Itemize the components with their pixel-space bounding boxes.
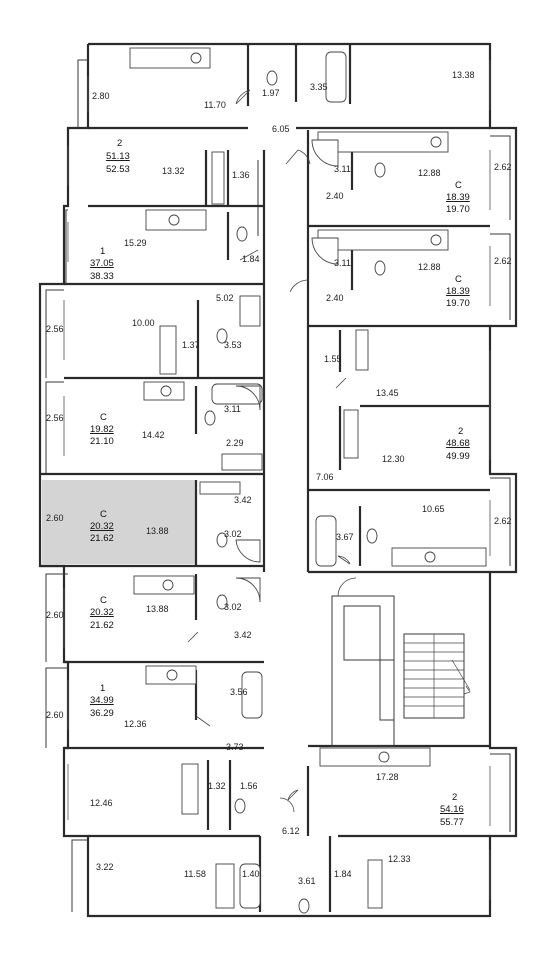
area-label: 1.36 [232, 170, 250, 180]
area-label: 13.88 [146, 526, 169, 536]
apartment-rooms: 1 [100, 246, 105, 257]
area-label: 15.29 [124, 238, 147, 248]
area-label: 5.02 [216, 293, 234, 303]
highlighted-apartment [68, 480, 196, 564]
area-label: 7.06 [316, 472, 334, 482]
interior-walls [40, 44, 490, 912]
apartment-living-area: 37.05 [90, 258, 114, 269]
area-label: 1.84 [242, 254, 260, 264]
apartment-rooms: 2 [117, 138, 122, 149]
area-label: 10.00 [132, 318, 155, 328]
doors [187, 89, 357, 813]
apartment-rooms: С [100, 412, 107, 423]
area-label: 13.32 [162, 166, 185, 176]
apartment-living-area: 48.68 [446, 438, 470, 449]
apartment-labels: 2 51.13 52.53 С 18.39 19.70 1 37.05 38.3… [90, 138, 470, 828]
area-label: 6.05 [272, 124, 290, 134]
apartment-living-area: 34.99 [90, 695, 114, 706]
area-label: 11.70 [204, 100, 226, 110]
area-label: 1.55 [324, 354, 342, 364]
area-label: 1.40 [242, 869, 260, 879]
area-label: 2.80 [92, 91, 110, 101]
area-label: 3.53 [224, 340, 242, 350]
apartment-total-area: 38.33 [90, 271, 114, 282]
area-label: 2.40 [326, 293, 344, 303]
area-label: 17.28 [376, 772, 399, 782]
area-label: 1.56 [240, 781, 258, 791]
area-label: 2.60 [46, 513, 64, 523]
apartment-total-area: 21.62 [90, 620, 114, 631]
area-label: 13.88 [146, 604, 169, 614]
area-label: 3.02 [224, 602, 242, 612]
area-label: 3.35 [310, 82, 328, 92]
area-label: 3.22 [96, 862, 114, 872]
apartment-rooms: С [455, 180, 462, 191]
area-label: 3.61 [298, 876, 316, 886]
area-label: 12.88 [418, 168, 441, 178]
apartment-total-area: 19.70 [446, 204, 470, 215]
area-label: 12.30 [382, 454, 405, 464]
apartment-rooms: С [100, 595, 107, 606]
area-label: 3.73 [226, 742, 244, 752]
apartment-total-area: 55.77 [440, 817, 464, 828]
area-label: 12.46 [90, 798, 113, 808]
apartment-total-area: 21.62 [90, 533, 114, 544]
fixtures [129, 47, 487, 914]
apartment-rooms: 2 [458, 426, 463, 437]
highlighted-balcony [42, 480, 68, 564]
area-label: 11.58 [184, 869, 206, 879]
area-label: 12.88 [418, 262, 441, 272]
room-labels: 13.38 2.80 11.70 1.97 3.35 6.05 13.32 1.… [46, 70, 512, 886]
area-label: 1.97 [262, 88, 280, 98]
area-label: 3.67 [336, 532, 354, 542]
area-label: 2.60 [46, 710, 64, 720]
apartment-living-area: 20.32 [90, 521, 114, 532]
area-label: 6.12 [282, 826, 300, 836]
area-label: 3.11 [334, 258, 351, 268]
apartment-living-area: 18.39 [446, 192, 470, 203]
area-label: 13.38 [452, 70, 475, 80]
apartment-rooms: С [100, 509, 107, 520]
apartment-total-area: 36.29 [90, 708, 114, 719]
apartment-living-area: 18.39 [446, 286, 470, 297]
area-label: 2.60 [46, 610, 64, 620]
apartment-total-area: 19.70 [446, 298, 470, 309]
apartment-total-area: 52.53 [106, 164, 130, 175]
area-label: 2.56 [46, 413, 64, 423]
area-label: 3.02 [224, 529, 242, 539]
area-label: 2.40 [326, 191, 344, 201]
area-label: 1.32 [208, 781, 226, 791]
area-label: 1.37 [182, 340, 200, 350]
area-label: 10.65 [422, 504, 445, 514]
apartment-total-area: 49.99 [446, 451, 470, 462]
apartment-total-area: 21.10 [90, 436, 114, 447]
area-label: 13.45 [376, 388, 399, 398]
area-label: 2.62 [494, 162, 512, 172]
apartment-living-area: 51.13 [106, 151, 130, 162]
apartment-rooms: С [455, 274, 462, 285]
stairwell [331, 595, 471, 747]
area-label: 3.11 [224, 404, 241, 414]
area-label: 3.11 [334, 164, 351, 174]
area-label: 3.42 [234, 630, 252, 640]
windows [63, 60, 491, 900]
area-label: 14.42 [142, 430, 165, 440]
area-label: 2.62 [494, 516, 512, 526]
area-label: 2.56 [46, 324, 64, 334]
area-label: 3.56 [230, 687, 248, 697]
area-label: 2.62 [494, 256, 512, 266]
area-label: 3.42 [234, 495, 252, 505]
apartment-rooms: 1 [100, 683, 105, 694]
apartment-living-area: 20.32 [90, 607, 114, 618]
apartment-living-area: 19.82 [90, 424, 114, 435]
area-label: 2.29 [226, 438, 244, 448]
apartment-living-area: 54.16 [440, 804, 464, 815]
apartment-rooms: 2 [452, 792, 457, 803]
area-label: 12.33 [388, 854, 411, 864]
area-label: 12.36 [124, 719, 147, 729]
area-label: 1.84 [334, 869, 352, 879]
